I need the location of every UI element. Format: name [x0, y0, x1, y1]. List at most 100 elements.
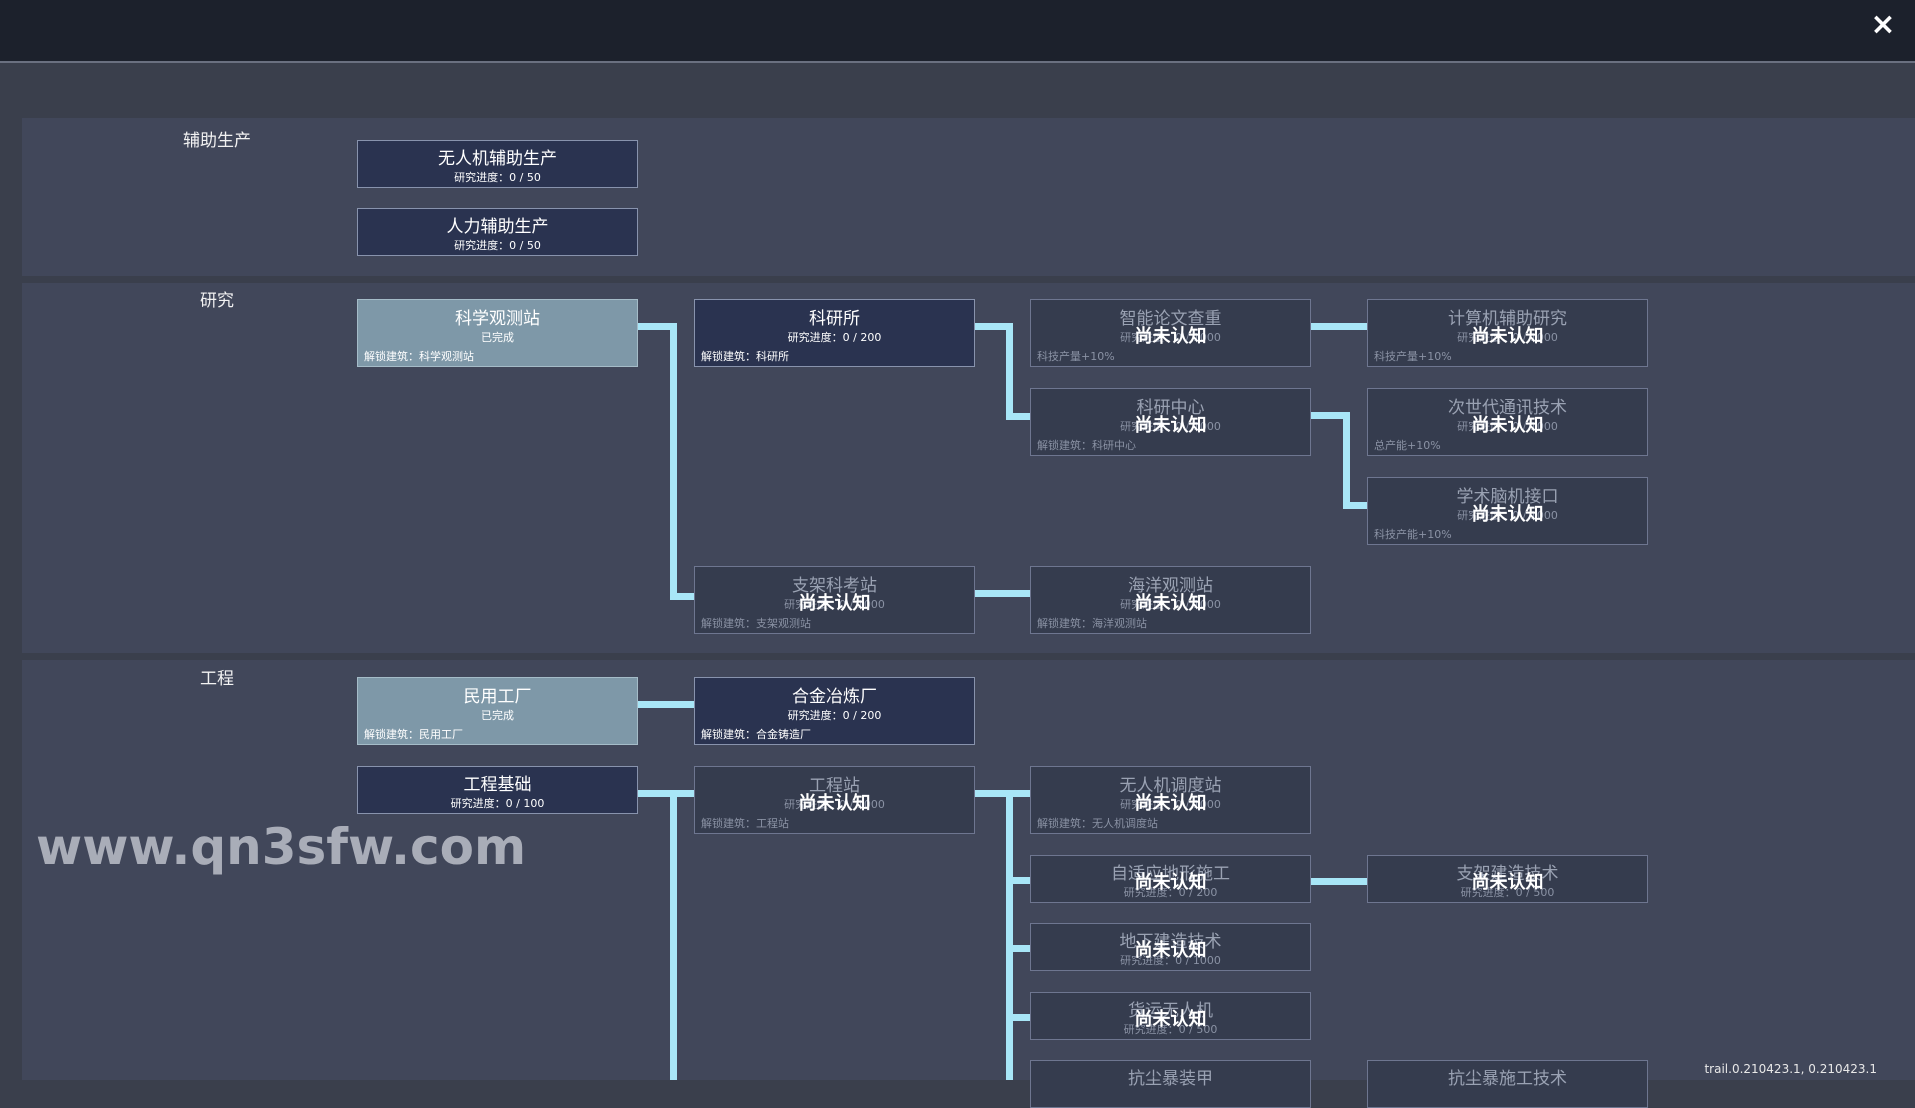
research-progress: 研究进度：0 / 50: [454, 171, 541, 184]
research-progress: 研究进度：0 / 500: [1123, 1023, 1218, 1036]
effect-text: 总产能+10%: [1374, 439, 1441, 452]
tech-title: 科研所: [809, 309, 860, 329]
tech-node-science-station[interactable]: 科学观测站 已完成 解锁建筑：科学观测站: [357, 299, 638, 367]
tech-node-support-station[interactable]: 支架科考站 研究进度：0 / 1000 解锁建筑：支架观测站 尚未认知: [694, 566, 975, 634]
tech-title: 地下建造技术: [1119, 932, 1222, 952]
tech-node-smart-paper-check[interactable]: 智能论文查重 研究进度：0 / 1000 科技产量+10% 尚未认知: [1030, 299, 1311, 367]
research-progress: 研究进度：0 / 1000: [1120, 331, 1221, 344]
tech-title: 海洋观测站: [1128, 576, 1213, 596]
tech-title: 科研中心: [1136, 398, 1205, 418]
research-progress: 研究进度：0 / 50: [454, 239, 541, 252]
connector: [1310, 878, 1367, 885]
tech-title: 学术脑机接口: [1456, 487, 1559, 507]
research-progress: 研究进度：0 / 200: [787, 331, 882, 344]
tech-node-underground-build[interactable]: 地下建造技术 研究进度：0 / 1000 尚未认知: [1030, 923, 1311, 971]
title-bar: ×: [0, 0, 1915, 63]
tech-title: 民用工厂: [463, 687, 532, 707]
tech-node-ocean-station[interactable]: 海洋观测站 研究进度：0 / 1000 解锁建筑：海洋观测站 尚未认知: [1030, 566, 1311, 634]
connector: [1310, 323, 1367, 330]
unknown-overlay: 尚未认知: [1471, 504, 1544, 525]
tech-node-drone-assist-production[interactable]: 无人机辅助生产 研究进度：0 / 50: [357, 140, 638, 188]
research-progress: 研究进度：0 / 1000: [1457, 509, 1558, 522]
watermark: www.qn3sfw.com: [36, 818, 527, 876]
tech-node-dust-storm-armor[interactable]: 抗尘暴装甲: [1030, 1060, 1311, 1108]
unknown-overlay: 尚未认知: [1134, 940, 1207, 961]
connector: [973, 590, 1030, 597]
unknown-overlay: 尚未认知: [1134, 326, 1207, 347]
connector: [973, 323, 1013, 330]
connector: [1343, 502, 1367, 509]
unknown-overlay: 尚未认知: [1134, 793, 1207, 814]
research-progress: 研究进度：0 / 1000: [1457, 331, 1558, 344]
unknown-overlay: 尚未认知: [798, 593, 871, 614]
tech-node-cargo-drone[interactable]: 货运无人机 研究进度：0 / 500 尚未认知: [1030, 992, 1311, 1040]
connector: [1006, 945, 1030, 952]
tech-node-support-build[interactable]: 支架建造技术 研究进度：0 / 500 尚未认知: [1367, 855, 1648, 903]
tech-node-research-institute[interactable]: 科研所 研究进度：0 / 200 解锁建筑：科研所: [694, 299, 975, 367]
unknown-overlay: 尚未认知: [1471, 415, 1544, 436]
tech-node-civil-factory[interactable]: 民用工厂 已完成 解锁建筑：民用工厂: [357, 677, 638, 745]
unknown-overlay: 尚未认知: [1134, 1009, 1207, 1030]
category-label-research: 研究: [200, 291, 234, 311]
connector: [1006, 1014, 1030, 1021]
connector: [1006, 790, 1013, 1080]
unlock-text: 解锁建筑：民用工厂: [364, 728, 463, 741]
tech-node-engineering-basics[interactable]: 工程基础 研究进度：0 / 100: [357, 766, 638, 814]
close-icon[interactable]: ×: [1870, 6, 1896, 42]
version-label: trail.0.210423.1, 0.210423.1: [1704, 1062, 1877, 1076]
unknown-overlay: 尚未认知: [1134, 872, 1207, 893]
unlock-text: 解锁建筑：支架观测站: [701, 617, 811, 630]
unlock-text: 解锁建筑：合金铸造厂: [701, 728, 811, 741]
unlock-text: 解锁建筑：无人机调度站: [1037, 817, 1158, 830]
tech-title: 无人机调度站: [1119, 776, 1222, 796]
tech-node-dust-storm-construction[interactable]: 抗尘暴施工技术: [1367, 1060, 1648, 1108]
tech-node-research-center[interactable]: 科研中心 研究进度：0 / 1000 解锁建筑：科研中心 尚未认知: [1030, 388, 1311, 456]
tech-title: 支架建造技术: [1456, 864, 1559, 884]
tech-node-alloy-smelter[interactable]: 合金冶炼厂 研究进度：0 / 200 解锁建筑：合金铸造厂: [694, 677, 975, 745]
completed-status: 已完成: [481, 709, 514, 722]
connector: [973, 790, 1013, 797]
connector: [670, 790, 694, 797]
connector: [637, 701, 694, 708]
tech-title: 科学观测站: [455, 309, 540, 329]
effect-text: 科技产量+10%: [1037, 350, 1115, 363]
tech-node-computer-aided-research[interactable]: 计算机辅助研究 研究进度：0 / 1000 科技产量+10% 尚未认知: [1367, 299, 1648, 367]
tech-title: 次世代通讯技术: [1448, 398, 1567, 418]
research-progress: 研究进度：0 / 200: [1123, 886, 1218, 899]
category-label-assist: 辅助生产: [183, 131, 251, 151]
connector: [1006, 413, 1030, 420]
tech-title: 无人机辅助生产: [438, 149, 557, 169]
tech-node-drone-dispatch[interactable]: 无人机调度站 研究进度：0 / 1000 解锁建筑：无人机调度站 尚未认知: [1030, 766, 1311, 834]
unknown-overlay: 尚未认知: [1471, 872, 1544, 893]
category-label-engineering: 工程: [200, 669, 234, 689]
tech-title: 工程站: [809, 776, 860, 796]
connector: [1006, 877, 1030, 884]
connector: [637, 323, 677, 330]
unlock-text: 解锁建筑：科学观测站: [364, 350, 474, 363]
tech-node-human-assist-production[interactable]: 人力辅助生产 研究进度：0 / 50: [357, 208, 638, 256]
research-progress: 研究进度：0 / 1000: [784, 598, 885, 611]
research-progress: 研究进度：0 / 1000: [1120, 954, 1221, 967]
tech-title: 货运无人机: [1128, 1001, 1213, 1021]
unknown-overlay: 尚未认知: [1134, 593, 1207, 614]
connector: [670, 593, 694, 600]
unlock-text: 解锁建筑：科研所: [701, 350, 789, 363]
research-progress: 研究进度：0 / 1000: [784, 798, 885, 811]
tech-node-adaptive-terrain[interactable]: 自适应地形施工 研究进度：0 / 200 尚未认知: [1030, 855, 1311, 903]
research-progress: 研究进度：0 / 1000: [1120, 598, 1221, 611]
unlock-text: 解锁建筑：科研中心: [1037, 439, 1136, 452]
effect-text: 科技产量+10%: [1374, 350, 1452, 363]
tech-title: 合金冶炼厂: [792, 687, 877, 707]
band-assist-production: [22, 118, 1915, 276]
unlock-text: 解锁建筑：海洋观测站: [1037, 617, 1147, 630]
tech-title: 人力辅助生产: [446, 217, 549, 237]
tech-title: 支架科考站: [792, 576, 877, 596]
tech-title: 抗尘暴装甲: [1128, 1069, 1213, 1089]
effect-text: 科技产能+10%: [1374, 528, 1452, 541]
tech-node-brain-interface[interactable]: 学术脑机接口 研究进度：0 / 1000 科技产能+10% 尚未认知: [1367, 477, 1648, 545]
connector: [1006, 323, 1013, 420]
tech-title: 抗尘暴施工技术: [1448, 1069, 1567, 1089]
tech-title: 自适应地形施工: [1111, 864, 1230, 884]
tech-node-engineering-station[interactable]: 工程站 研究进度：0 / 1000 解锁建筑：工程站 尚未认知: [694, 766, 975, 834]
tech-node-next-gen-comm[interactable]: 次世代通讯技术 研究进度：0 / 1000 总产能+10% 尚未认知: [1367, 388, 1648, 456]
